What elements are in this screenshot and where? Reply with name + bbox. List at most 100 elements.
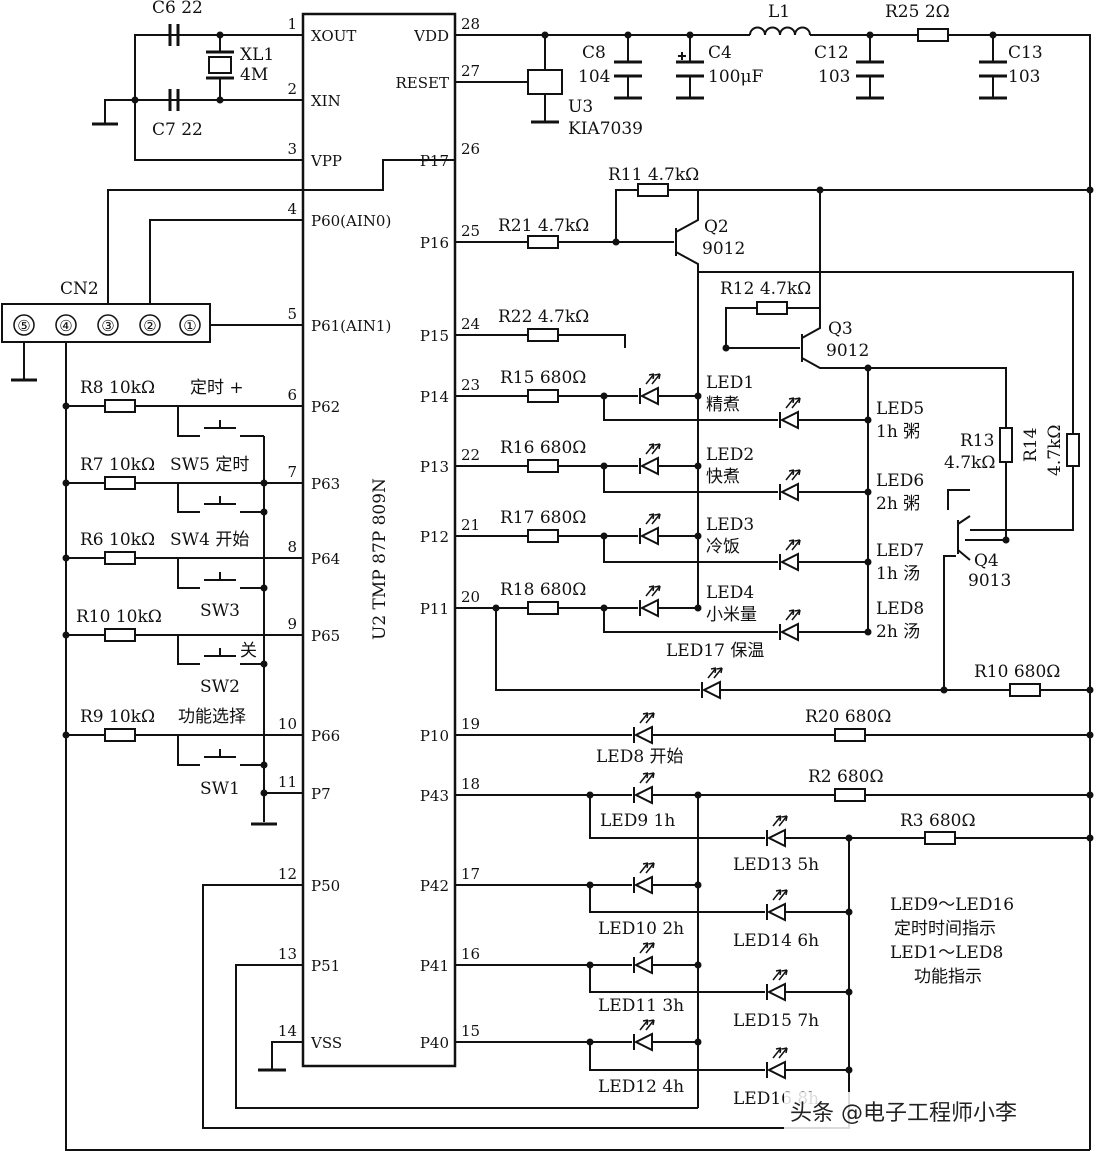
ic-pin-name-7: P63 bbox=[311, 475, 340, 493]
junction-dot bbox=[694, 604, 702, 612]
cn2-label: CN2 bbox=[60, 279, 99, 299]
ic-pin-name-21: P12 bbox=[420, 528, 449, 546]
r15-label: R15 680Ω bbox=[500, 368, 586, 388]
junction-dot bbox=[586, 791, 594, 799]
q3-label: Q3 bbox=[828, 319, 853, 339]
note-line-1: LED9～LED16 bbox=[890, 895, 1014, 915]
ic-pin-number-21: 21 bbox=[461, 516, 480, 534]
note-line-4: 功能指示 bbox=[914, 967, 982, 987]
led2-symbol bbox=[639, 443, 661, 476]
led6-text: 2h 粥 bbox=[876, 494, 920, 514]
q4-value: 9013 bbox=[968, 571, 1011, 591]
ic-pin-name-20: P11 bbox=[420, 600, 449, 618]
c8-value: 104 bbox=[578, 67, 610, 87]
junction-dot bbox=[989, 31, 997, 39]
key-function-label: 功能选择 bbox=[178, 707, 246, 727]
led12-symbol bbox=[633, 1019, 655, 1052]
ic-pin-name-1: XOUT bbox=[311, 27, 356, 45]
ic-left-pins: 1XOUT2XIN3VPP4P60(AIN0)5P61(AIN1)6P627P6… bbox=[278, 15, 391, 1052]
junction-dot bbox=[1086, 834, 1094, 842]
r13-label: R13 bbox=[960, 431, 994, 451]
r10-key-label: R10 10kΩ bbox=[76, 607, 162, 627]
ic-pin-name-12: P50 bbox=[311, 877, 340, 895]
reset-ic-u3 bbox=[527, 69, 563, 95]
junction-dot bbox=[694, 1038, 702, 1046]
note-line-2: 定时时间指示 bbox=[894, 919, 996, 939]
cn2-pin-3 bbox=[97, 314, 119, 336]
c4-value: 100μF bbox=[708, 67, 763, 87]
sw3-label: SW3 bbox=[200, 601, 240, 621]
q3-value: 9012 bbox=[826, 341, 869, 361]
ic-pin-number-27: 27 bbox=[461, 62, 480, 80]
ic-pin-name-17: P42 bbox=[420, 877, 449, 895]
ic-pin-name-15: P40 bbox=[420, 1034, 449, 1052]
ic-pin-number-9: 9 bbox=[287, 615, 297, 633]
led9-label: LED9 1h bbox=[600, 811, 675, 831]
r9-label: R9 10kΩ bbox=[80, 707, 155, 727]
r18-label: R18 680Ω bbox=[500, 580, 586, 600]
r17-label: R17 680Ω bbox=[500, 508, 586, 528]
ic-pin-number-16: 16 bbox=[461, 945, 480, 963]
junction-dot bbox=[864, 628, 872, 636]
ic-pin-number-22: 22 bbox=[461, 446, 480, 464]
led6-label: LED6 bbox=[876, 471, 924, 491]
junction-dot bbox=[260, 508, 268, 516]
junction-dot bbox=[260, 584, 268, 592]
junction-dot bbox=[260, 660, 268, 668]
junction-dot bbox=[586, 961, 594, 969]
junction-dot bbox=[686, 31, 694, 39]
ic-pin-name-9: P65 bbox=[311, 627, 340, 645]
junction-dot bbox=[62, 631, 70, 639]
led11-label: LED11 3h bbox=[598, 996, 684, 1016]
note-line-3: LED1～LED8 bbox=[890, 943, 1003, 963]
ic-pin-name-22: P13 bbox=[420, 458, 449, 476]
junction-dot bbox=[1086, 791, 1094, 799]
ic-pin-number-20: 20 bbox=[461, 588, 480, 606]
led13-symbol bbox=[766, 815, 788, 848]
junction-dot bbox=[864, 416, 872, 424]
led14-symbol bbox=[766, 889, 788, 922]
ic-right-pins: 28VDD27RESET26P1725P1624P1523P1422P1321P… bbox=[396, 15, 481, 1052]
ic-pin-name-10: P66 bbox=[311, 727, 340, 745]
l1-label: L1 bbox=[768, 2, 790, 22]
key-off-label: 关 bbox=[240, 641, 257, 661]
junction-dot bbox=[1002, 536, 1010, 544]
led1-text: 精煮 bbox=[706, 395, 740, 415]
junction-dot bbox=[845, 834, 853, 842]
led11-symbol bbox=[633, 942, 655, 975]
inductor-l1 bbox=[749, 26, 811, 36]
junction-dot bbox=[816, 186, 824, 194]
ic-pin-number-2: 2 bbox=[287, 80, 297, 98]
junction-dot bbox=[722, 344, 730, 352]
cn2-pin-label: ③ bbox=[101, 317, 114, 335]
sw1-label: SW1 bbox=[200, 779, 240, 799]
led7-text: 1h 汤 bbox=[876, 564, 920, 584]
watermark-text: 头条 @电子工程师小李 bbox=[790, 1101, 1017, 1126]
junction-dot bbox=[1086, 686, 1094, 694]
led9-symbol bbox=[633, 772, 655, 805]
led8-label: LED8 bbox=[876, 599, 924, 619]
junction-dot bbox=[62, 731, 70, 739]
ic-pin-number-19: 19 bbox=[461, 715, 480, 733]
sw5-label: SW5 定时 bbox=[170, 455, 249, 475]
ic-pin-name-14: VSS bbox=[310, 1034, 342, 1052]
led5-label: LED5 bbox=[876, 399, 924, 419]
ic-pin-number-26: 26 bbox=[461, 140, 480, 158]
junction-dot bbox=[845, 988, 853, 996]
junction-dot bbox=[62, 402, 70, 410]
sw4-label: SW4 开始 bbox=[170, 530, 249, 550]
watermark-bg bbox=[784, 1092, 1084, 1132]
junction-dot bbox=[864, 558, 872, 566]
switches bbox=[204, 420, 236, 758]
led3-label: LED3 bbox=[706, 515, 754, 535]
ic-pin-number-14: 14 bbox=[278, 1022, 297, 1040]
r14-value: 4.7kΩ bbox=[1045, 425, 1065, 476]
led17-label: LED17 保温 bbox=[666, 641, 764, 661]
led8-symbol bbox=[779, 609, 801, 642]
xl1-value: 4M bbox=[240, 65, 268, 85]
ic-pin-number-11: 11 bbox=[278, 773, 297, 791]
junction-dot bbox=[864, 488, 872, 496]
junction-dot bbox=[845, 908, 853, 916]
junction-dot bbox=[216, 96, 224, 104]
